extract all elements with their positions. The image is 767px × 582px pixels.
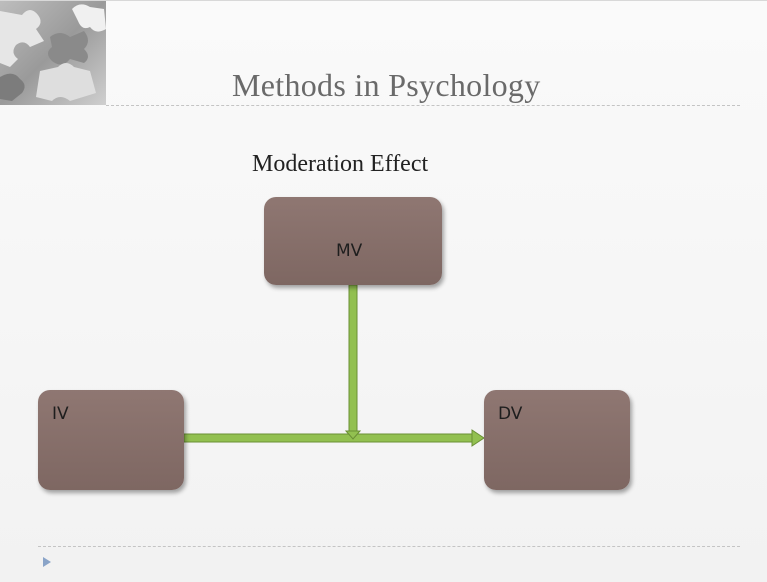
independent-variable-box: IV (38, 390, 184, 490)
title-divider (106, 105, 740, 106)
dependent-variable-box: DV (484, 390, 630, 490)
moderator-label: MV (336, 241, 363, 261)
footer-divider (38, 546, 740, 547)
mv-to-path-arrow (344, 284, 362, 440)
iv-to-dv-arrow (183, 429, 485, 447)
slide-title: Methods in Psychology (232, 67, 541, 103)
independent-label: IV (52, 404, 69, 424)
diagram-title: Moderation Effect (252, 151, 429, 177)
dependent-label: DV (498, 404, 523, 424)
play-triangle-icon[interactable] (42, 557, 52, 567)
moderator-variable-box: MV (264, 197, 442, 285)
puzzle-pieces-image (0, 1, 106, 105)
